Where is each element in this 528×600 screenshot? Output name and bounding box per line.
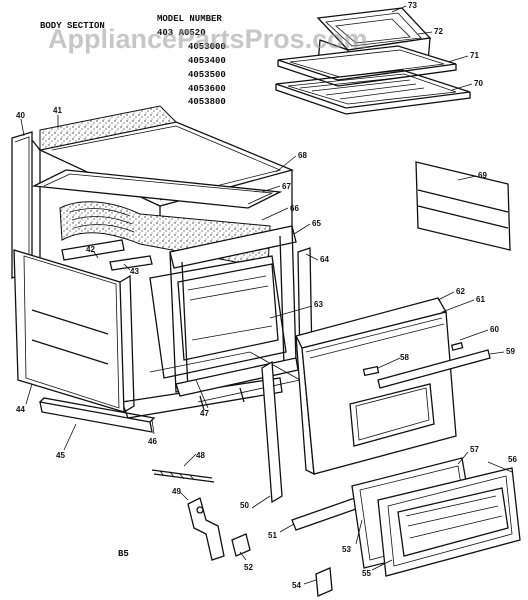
callout-70: 70 — [474, 79, 483, 88]
callout-51: 51 — [268, 531, 277, 540]
callout-59: 59 — [506, 347, 515, 356]
section-label: BODY SECTION — [40, 21, 105, 31]
callout-40: 40 — [16, 111, 25, 120]
callout-45: 45 — [56, 451, 65, 460]
latch-pad — [450, 342, 464, 351]
model-number: 4053800 — [188, 97, 226, 107]
callout-numbers: 40 41 42 43 44 45 46 47 48 49 50 51 52 5… — [16, 1, 517, 590]
oven-bottom — [149, 351, 302, 403]
door-inner-frames — [351, 457, 521, 577]
callout-42: 42 — [86, 245, 95, 254]
vertical-trim — [261, 360, 283, 504]
model-number-list: 403 A0520 4053000 4053400 4053500 405360… — [157, 28, 226, 107]
callout-72: 72 — [434, 27, 443, 36]
leader-lines — [20, 5, 513, 585]
model-number: 403 A0520 — [157, 28, 206, 38]
callout-48: 48 — [196, 451, 205, 460]
hinge-assembly — [151, 469, 251, 561]
callout-43: 43 — [130, 267, 139, 276]
callout-67: 67 — [282, 182, 291, 191]
range-cabinet — [11, 105, 313, 419]
callout-47: 47 — [200, 409, 209, 418]
callout-65: 65 — [312, 219, 321, 228]
indicator-pad — [362, 365, 380, 377]
callout-54: 54 — [292, 581, 301, 590]
callout-64: 64 — [320, 255, 329, 264]
page-code: B5 — [118, 549, 129, 559]
broiler-pan-assembly — [275, 7, 471, 115]
model-number: 4053000 — [188, 42, 226, 52]
callout-57: 57 — [470, 445, 479, 454]
callout-53: 53 — [342, 545, 351, 554]
callout-46: 46 — [148, 437, 157, 446]
watermark: AppliancePartsPros.com — [48, 24, 368, 54]
callout-44: 44 — [16, 405, 25, 414]
model-number: 4053400 — [188, 56, 226, 66]
callout-69: 69 — [478, 171, 487, 180]
callout-60: 60 — [490, 325, 499, 334]
callout-73: 73 — [408, 1, 417, 10]
callout-66: 66 — [290, 204, 299, 213]
callout-50: 50 — [240, 501, 249, 510]
oven-door — [295, 297, 491, 476]
callout-68: 68 — [298, 151, 307, 160]
model-number: 4053500 — [188, 70, 226, 80]
rear-panel — [415, 161, 511, 251]
callout-62: 62 — [456, 287, 465, 296]
model-number: 4053600 — [188, 84, 226, 94]
callout-61: 61 — [476, 295, 485, 304]
left-side-panel — [13, 249, 135, 413]
callout-63: 63 — [314, 300, 323, 309]
callout-56: 56 — [508, 455, 517, 464]
callout-52: 52 — [244, 563, 253, 572]
callout-58: 58 — [400, 353, 409, 362]
callout-49: 49 — [172, 487, 181, 496]
callout-71: 71 — [470, 51, 479, 60]
callout-41: 41 — [53, 106, 62, 115]
callout-55: 55 — [362, 569, 371, 578]
model-heading: MODEL NUMBER — [157, 14, 222, 24]
small-bracket — [315, 567, 333, 597]
